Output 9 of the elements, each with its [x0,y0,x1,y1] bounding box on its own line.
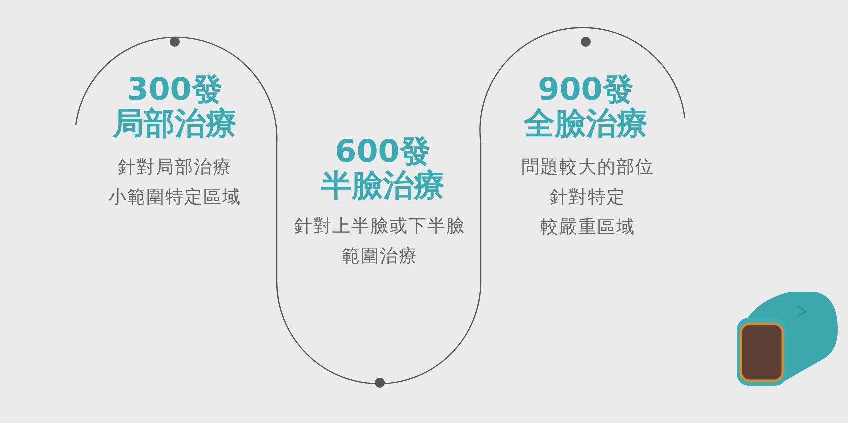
description: 問題較大的部位針對特定較嚴重區域 [522,156,654,240]
heading: 900發 [538,73,634,107]
description: 針對上半臉或下半臉範圍治療 [294,215,466,269]
heading: 300發 [127,73,223,107]
description: 針對局部治療小範圍特定區域 [108,156,242,210]
heading: 600發 [335,135,431,169]
heading: 局部治療 [113,107,237,141]
heading: 半臉治療 [321,169,445,203]
heading: 全臉治療 [524,107,648,141]
